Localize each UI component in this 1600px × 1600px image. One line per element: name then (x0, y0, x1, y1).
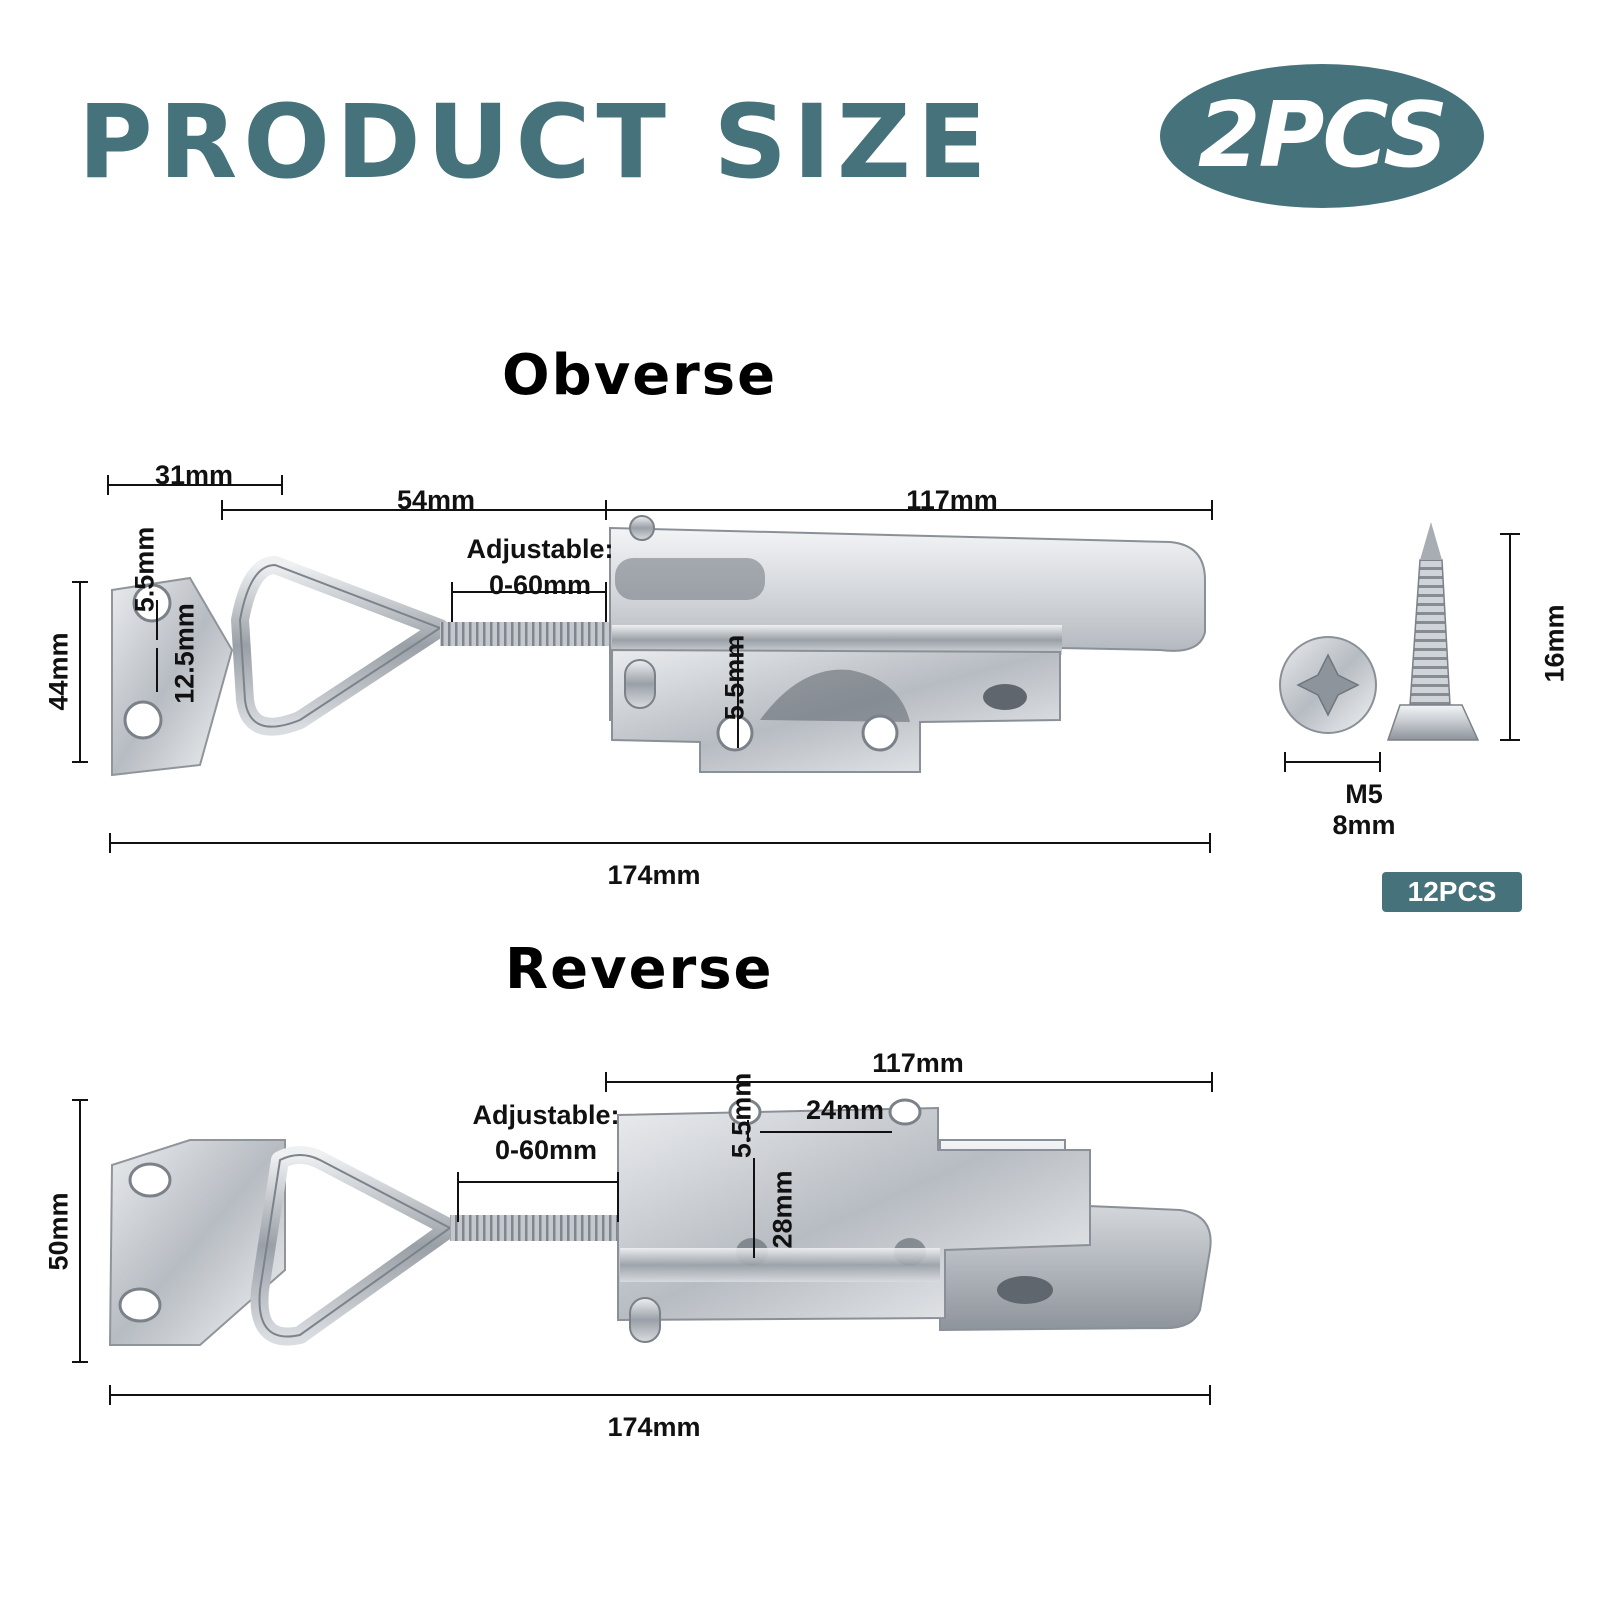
dimension-lines (72, 475, 1520, 1405)
dim-rev-hole-diameter: 5.5mm (726, 1072, 757, 1159)
dim-height: 44mm (43, 632, 74, 711)
dim-plate-width: 31mm (154, 460, 234, 490)
dim-screw-head: 8mm (1332, 810, 1396, 840)
dim-rev-hole-spacing-v: 28mm (767, 1170, 798, 1249)
dim-hook-length: 54mm (396, 485, 476, 515)
page-title: PRODUCT SIZE (78, 83, 993, 202)
dim-rev-adjustable-range: 0-60mm (494, 1135, 598, 1165)
dim-hole-diameter: 5.5mm (129, 526, 160, 613)
dim-total-length: 174mm (607, 860, 701, 890)
screw-image (1279, 522, 1480, 741)
quantity-badge: 2PCS (1160, 64, 1484, 208)
reverse-latch-image (108, 1098, 1212, 1346)
dim-body-length: 117mm (906, 485, 998, 515)
dim-adjustable-label: Adjustable: (466, 534, 614, 564)
obverse-title: Obverse (502, 343, 778, 408)
dim-body-hole: 5.5mm (719, 634, 750, 721)
dim-rev-total-length: 174mm (607, 1412, 701, 1442)
quantity-badge-label: 2PCS (1197, 83, 1448, 188)
obverse-latch-image (111, 515, 1206, 777)
dim-rev-body-length: 117mm (872, 1048, 964, 1078)
dim-rev-hole-spacing-h: 24mm (805, 1095, 885, 1125)
dim-rev-adjustable-label: Adjustable: (472, 1100, 620, 1130)
dim-screw-size: M5 (1345, 779, 1383, 809)
dim-adjustable-range: 0-60mm (488, 570, 592, 600)
dim-rev-height: 50mm (43, 1192, 74, 1271)
dim-screw-length: 16mm (1539, 604, 1570, 683)
reverse-title: Reverse (505, 937, 774, 1002)
dim-hole-spacing: 12.5mm (169, 603, 200, 704)
screw-quantity-badge: 12PCS (1382, 872, 1522, 912)
